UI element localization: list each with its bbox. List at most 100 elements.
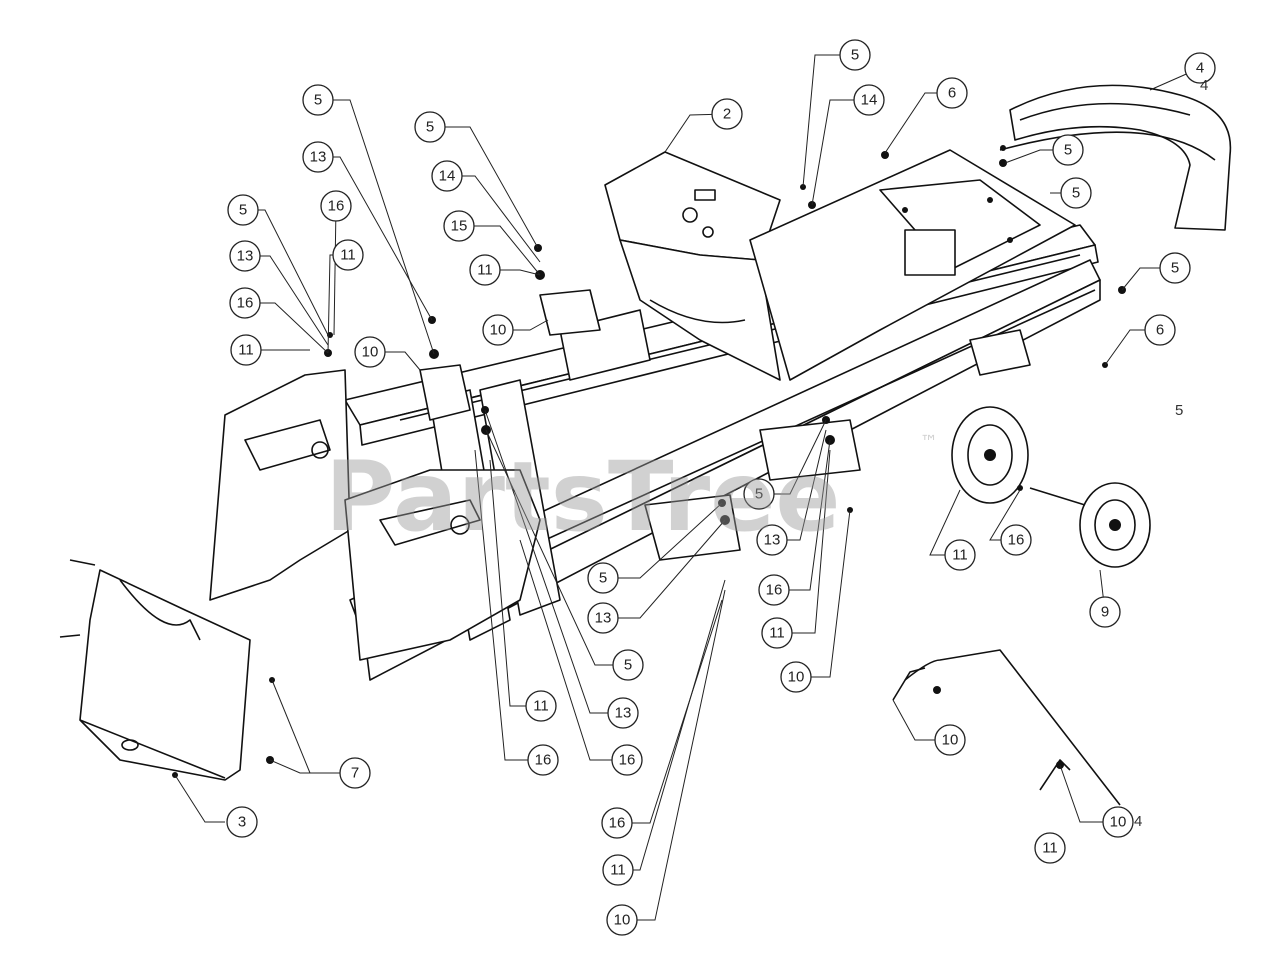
callout-13: 13 xyxy=(229,240,261,272)
svg-text:16: 16 xyxy=(237,295,254,312)
svg-text:6: 6 xyxy=(1156,322,1164,339)
svg-text:10: 10 xyxy=(490,322,507,339)
callout-5: 5 xyxy=(612,649,644,681)
svg-text:5: 5 xyxy=(599,570,607,587)
svg-text:15: 15 xyxy=(451,218,468,235)
callout-5: 5 xyxy=(1060,177,1092,209)
loose-label: 4 xyxy=(1134,813,1142,830)
rear-frame-deck xyxy=(749,149,1076,381)
svg-text:2: 2 xyxy=(723,106,731,123)
callout-5: 5 xyxy=(587,562,619,594)
svg-text:14: 14 xyxy=(439,168,456,185)
callout-5: 5 xyxy=(302,84,334,116)
idler-pulley-1 xyxy=(951,406,1029,504)
callout-11: 11 xyxy=(602,854,634,886)
callout-5: 5 xyxy=(1159,252,1191,284)
crossmember-brackets xyxy=(419,289,861,561)
callout-16: 16 xyxy=(229,287,261,319)
callout-14: 14 xyxy=(431,160,463,192)
callout-2: 2 xyxy=(711,98,743,130)
callout-13: 13 xyxy=(302,141,334,173)
svg-text:11: 11 xyxy=(533,698,549,715)
svg-text:3: 3 xyxy=(238,814,246,831)
svg-text:5: 5 xyxy=(755,486,763,503)
svg-text:5: 5 xyxy=(426,119,434,136)
callout-9: 9 xyxy=(1089,596,1121,628)
svg-text:10: 10 xyxy=(614,912,631,929)
callout-13: 13 xyxy=(607,697,639,729)
svg-text:13: 13 xyxy=(310,149,327,166)
callout-4-bumper: 4 xyxy=(1184,52,1216,84)
callout-16: 16 xyxy=(601,807,633,839)
svg-text:5: 5 xyxy=(239,202,247,219)
callout-11: 11 xyxy=(469,254,501,286)
hardware xyxy=(59,145,1126,778)
svg-text:16: 16 xyxy=(535,752,552,769)
svg-text:5: 5 xyxy=(624,657,632,674)
svg-text:11: 11 xyxy=(769,625,785,642)
idler-pulley-2 xyxy=(1029,482,1151,568)
svg-text:11: 11 xyxy=(610,862,626,879)
callout-11: 11 xyxy=(1034,832,1066,864)
callout-6: 6 xyxy=(936,77,968,109)
loose-label: 5 xyxy=(1175,402,1183,419)
callout-16: 16 xyxy=(527,744,559,776)
brake-rod xyxy=(892,649,1121,806)
callout-3: 3 xyxy=(226,806,258,838)
svg-text:11: 11 xyxy=(477,262,493,279)
svg-text:11: 11 xyxy=(952,547,968,564)
svg-text:13: 13 xyxy=(615,705,632,722)
callout-10: 10 xyxy=(934,724,966,756)
callout-13: 13 xyxy=(587,602,619,634)
watermark-text: PartsTree xyxy=(325,441,840,553)
callout-16: 16 xyxy=(611,744,643,776)
front-bracket xyxy=(79,569,251,781)
svg-text:5: 5 xyxy=(1072,185,1080,202)
svg-text:16: 16 xyxy=(328,198,345,215)
rear-bumper xyxy=(999,84,1232,231)
svg-text:10: 10 xyxy=(362,344,379,361)
svg-text:5: 5 xyxy=(1171,260,1179,277)
svg-text:9: 9 xyxy=(1101,604,1109,621)
svg-text:13: 13 xyxy=(764,532,781,549)
callout-7: 7 xyxy=(339,757,371,789)
callout-13: 13 xyxy=(756,524,788,556)
dash-housing xyxy=(604,151,781,381)
svg-text:13: 13 xyxy=(237,248,254,265)
callout-6: 6 xyxy=(1144,314,1176,346)
callout-10: 10 xyxy=(354,336,386,368)
callout-5: 5 xyxy=(414,111,446,143)
callout-5: 5 xyxy=(1052,134,1084,166)
trademark-symbol: ™ xyxy=(920,432,938,453)
svg-text:11: 11 xyxy=(1042,840,1058,857)
svg-text:11: 11 xyxy=(238,342,254,359)
svg-text:10: 10 xyxy=(1110,814,1127,831)
svg-text:11: 11 xyxy=(340,247,356,264)
callout-16: 16 xyxy=(320,190,352,222)
callout-16: 16 xyxy=(758,574,790,606)
callout-10: 10 xyxy=(780,661,812,693)
left-side-panel xyxy=(209,369,351,601)
svg-text:10: 10 xyxy=(942,732,959,749)
callout-11: 11 xyxy=(944,539,976,571)
callout-5: 5 xyxy=(743,478,775,510)
svg-text:14: 14 xyxy=(861,92,878,109)
svg-text:16: 16 xyxy=(619,752,636,769)
front-side-panel xyxy=(344,469,541,661)
callout-10: 10 xyxy=(606,904,638,936)
callout-11: 11 xyxy=(761,617,793,649)
watermark: PartsTree ™ xyxy=(325,432,938,553)
callout-5: 5 xyxy=(227,194,259,226)
svg-text:5: 5 xyxy=(314,92,322,109)
svg-text:5: 5 xyxy=(1064,142,1072,159)
svg-text:16: 16 xyxy=(766,582,783,599)
svg-text:7: 7 xyxy=(351,765,359,782)
svg-text:16: 16 xyxy=(609,815,626,832)
svg-text:6: 6 xyxy=(948,85,956,102)
callout-10: 10 xyxy=(1102,806,1134,838)
svg-text:4: 4 xyxy=(1196,60,1204,77)
svg-text:16: 16 xyxy=(1008,532,1025,549)
svg-text:10: 10 xyxy=(788,669,805,686)
callout-11: 11 xyxy=(332,239,364,271)
callout-15: 15 xyxy=(443,210,475,242)
